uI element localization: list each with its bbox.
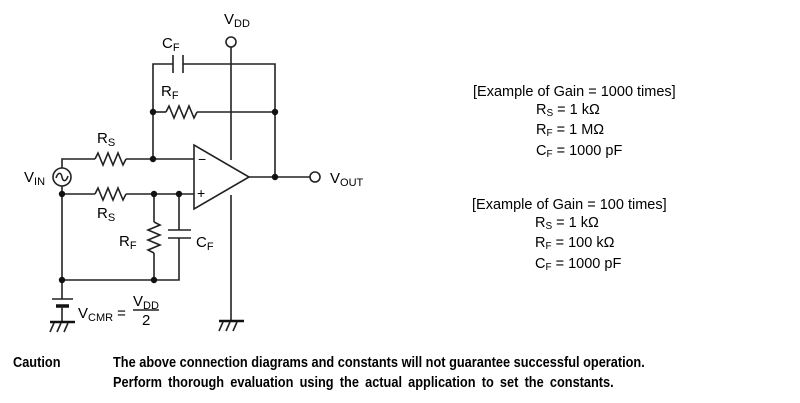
bias-resistor — [145, 194, 163, 280]
vout-terminal — [249, 171, 321, 183]
caution-line-2: Perform thorough evaluation using the ac… — [113, 375, 614, 391]
rs-top-label: RS — [97, 130, 115, 149]
example-row-rf: RF = 1 MΩ — [536, 122, 605, 139]
example-heading: [Example of Gain = 1000 times] — [473, 84, 676, 100]
op-amp — [193, 143, 251, 321]
feedback-capacitor — [152, 55, 276, 112]
feedback-resistor — [153, 103, 275, 121]
vin-source — [52, 158, 95, 280]
svg-text:VDD: VDD — [133, 293, 159, 312]
example-row-cf: CF = 1000 pF — [536, 142, 623, 160]
rf-top-label: RF — [161, 83, 179, 102]
example-row-rf: RF = 100 kΩ — [535, 235, 615, 252]
inverting-input-sign: − — [198, 151, 206, 167]
example-gain-1000: [Example of Gain = 1000 times] RS = 1 kΩ… — [473, 84, 676, 163]
vcmr-label: VCMR= — [78, 305, 126, 324]
input-resistor-noninverting — [62, 185, 194, 203]
vin-label: VIN — [24, 169, 45, 188]
example-row-cf: CF = 1000 pF — [535, 255, 622, 273]
rs-bottom-label: RS — [97, 205, 115, 224]
example-row-rs: RS = 1 kΩ — [535, 214, 599, 232]
vout-label: VOUT — [330, 170, 364, 189]
cf-top-label: CF — [162, 35, 180, 54]
noninverting-input-sign: + — [197, 185, 205, 201]
input-resistor-inverting — [94, 150, 194, 168]
bias-capacitor — [154, 194, 191, 281]
caution-text: The above connection diagrams and consta… — [113, 353, 645, 393]
example-heading: [Example of Gain = 100 times] — [472, 197, 667, 213]
ground-icon — [218, 319, 244, 332]
junction-dots — [58, 108, 279, 284]
vcmr-battery — [52, 280, 73, 322]
example-gain-100: [Example of Gain = 100 times] RS = 1 kΩ … — [472, 197, 667, 276]
vcmr-fraction: VDD 2 — [133, 293, 159, 329]
caution-label: Caution — [13, 355, 61, 371]
ground-icon — [49, 320, 75, 333]
vdd-label: VDD — [224, 11, 250, 30]
caution-line-1: The above connection diagrams and consta… — [113, 355, 645, 371]
cf-bottom-label: CF — [196, 234, 214, 253]
vdd-terminal — [225, 36, 237, 160]
svg-text:2: 2 — [142, 312, 150, 329]
rf-bottom-label: RF — [119, 233, 137, 252]
example-row-rs: RS = 1 kΩ — [536, 101, 600, 119]
